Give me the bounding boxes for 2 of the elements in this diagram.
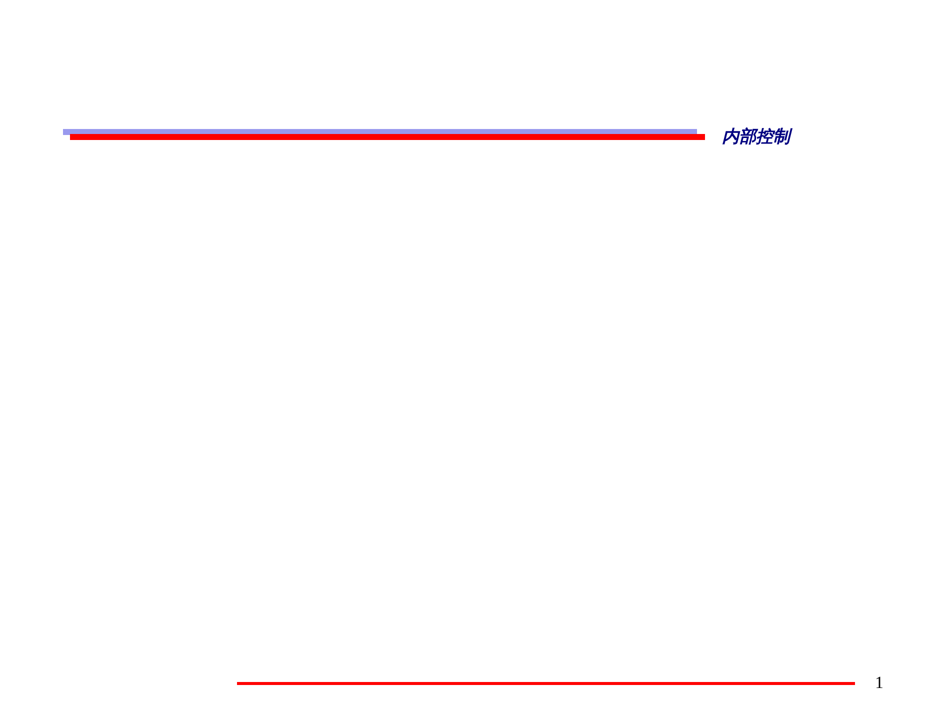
header-title: 内部控制 (722, 126, 790, 148)
page-number: 1 (875, 673, 884, 693)
